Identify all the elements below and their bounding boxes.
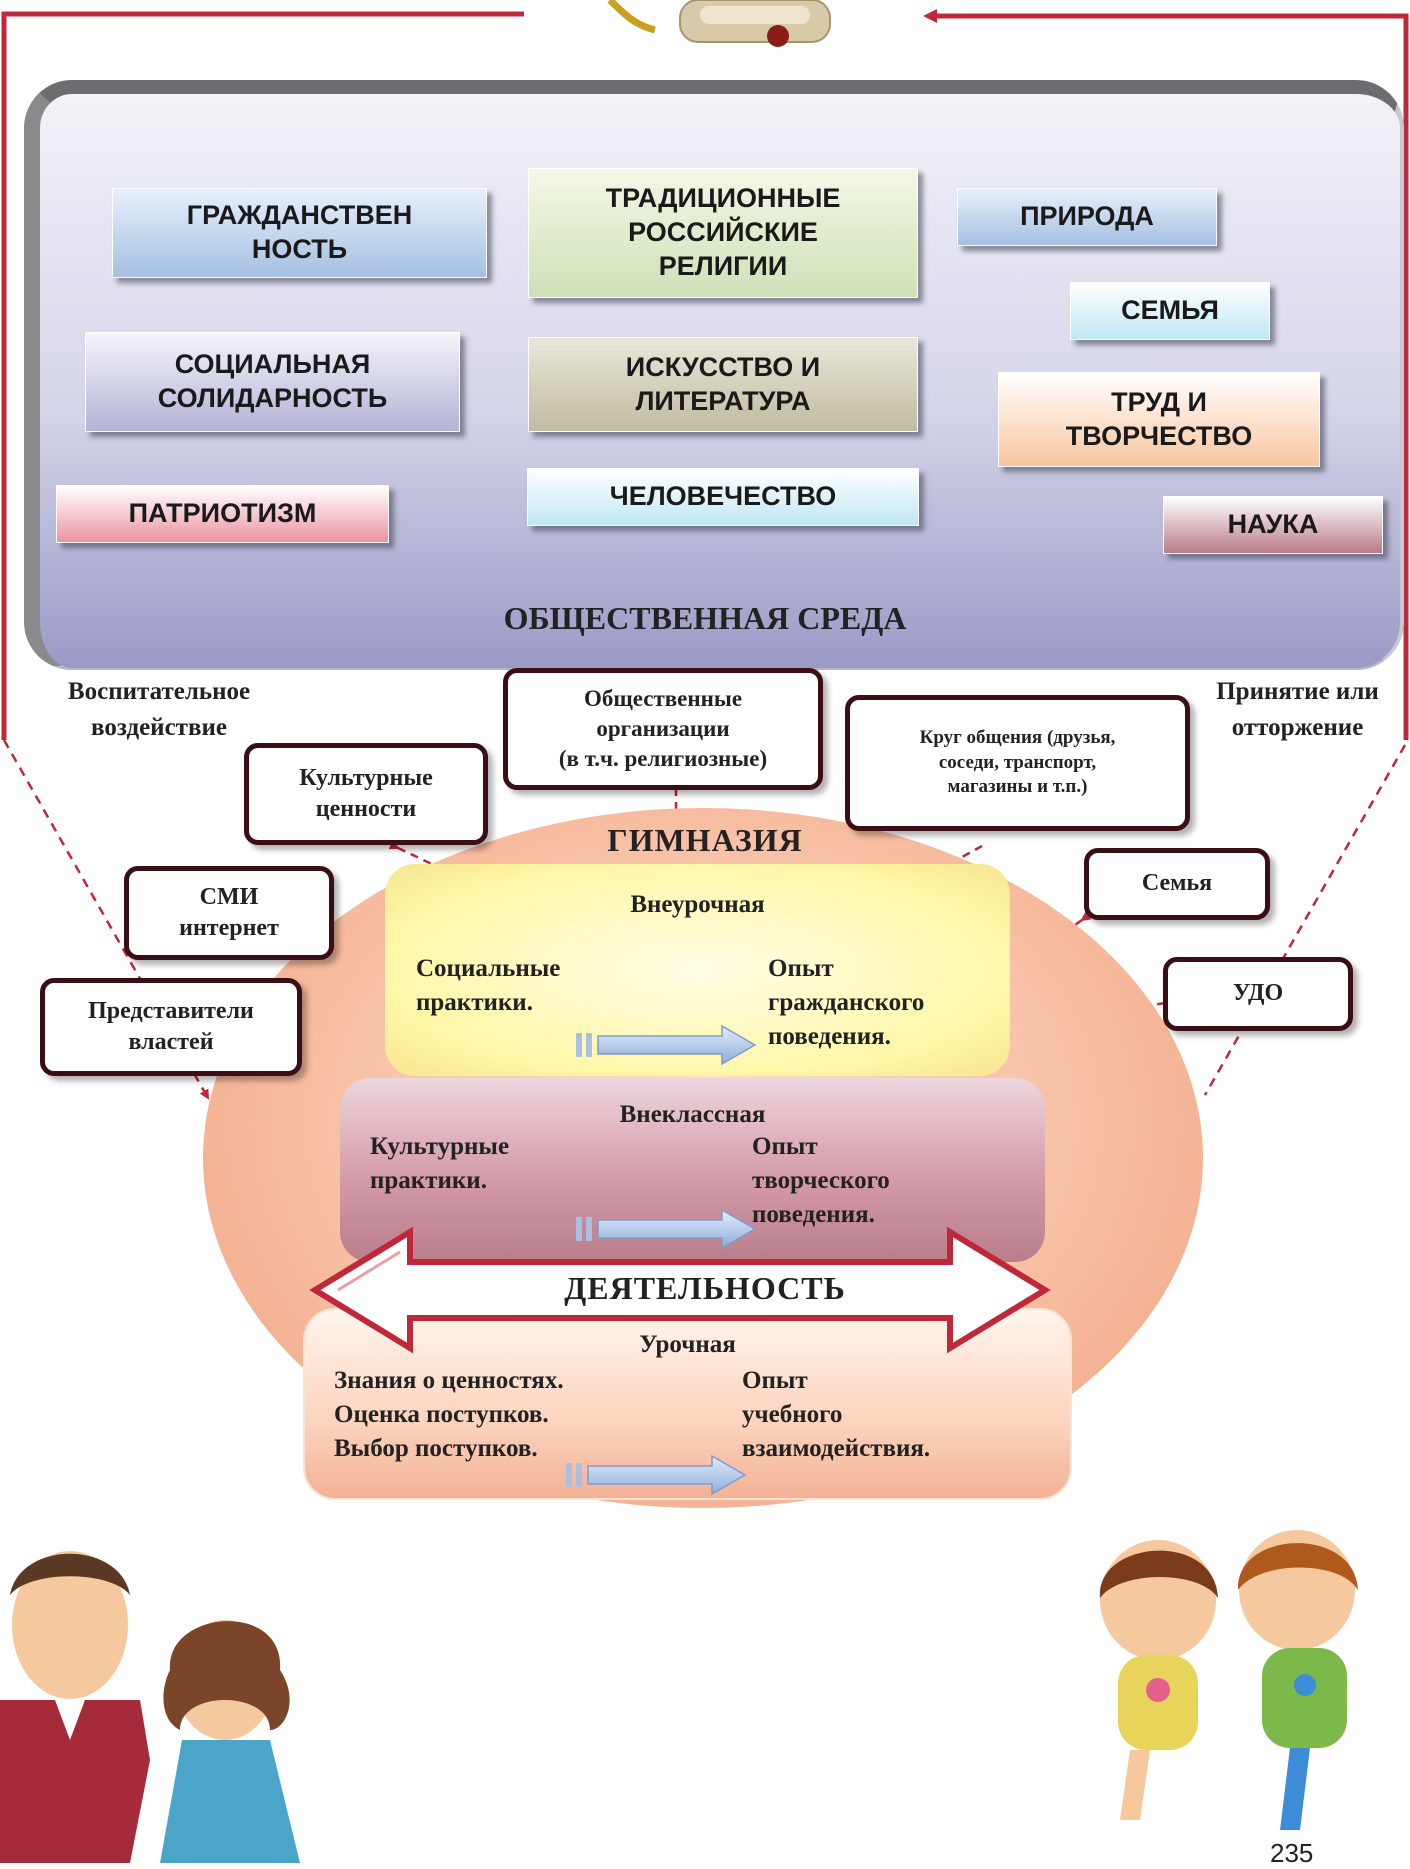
value-art-literature: ИСКУССТВО И ЛИТЕРАТУРА	[528, 337, 918, 432]
frame-right-line	[923, 9, 1409, 740]
value-family: СЕМЬЯ	[1070, 282, 1270, 340]
zone-extracurricular-title: Внеурочная	[630, 891, 765, 918]
value-humanity: ЧЕЛОВЕЧЕСТВО	[527, 468, 919, 526]
children-illustration	[1099, 1530, 1358, 1830]
zone-lesson-practice: Знания о ценностях. Оценка поступков. Вы…	[334, 1367, 564, 1462]
value-nature: ПРИРОДА	[957, 188, 1217, 246]
activity-double-arrow	[309, 1226, 1051, 1354]
factor-public-organizations: Общественные организации (в т.ч. религио…	[503, 668, 823, 790]
zone-extracurricular-practice: Социальные практики.	[416, 955, 561, 1016]
factor-media-internet: СМИ интернет	[124, 866, 334, 960]
diploma-scroll-icon	[607, 0, 831, 47]
acceptance-rejection-label: Принятие или отторжение	[1216, 678, 1379, 742]
zone-extracurricular-experience: Опыт гражданского поведения.	[768, 955, 925, 1050]
gymnasium-title: ГИМНАЗИЯ	[607, 822, 803, 858]
zone-out-of-class-arrow	[576, 1208, 757, 1250]
zone-out-of-class-practice: Культурные практики.	[370, 1133, 510, 1194]
value-labor-creativity: ТРУД И ТВОРЧЕСТВО	[998, 372, 1320, 467]
value-science: НАУКА	[1163, 496, 1383, 554]
zone-lesson-title: Урочная	[639, 1331, 736, 1358]
educational-influence-label: Воспитательное воздействие	[67, 678, 251, 742]
zone-lesson-experience: Опыт учебного взаимодействия.	[742, 1367, 931, 1462]
zone-lesson-arrow	[566, 1454, 747, 1496]
factor-family: Семья	[1084, 848, 1270, 920]
parents-illustration	[0, 1551, 300, 1863]
link-social-circle	[868, 844, 983, 910]
acceptance-flow-right	[1203, 744, 1407, 1096]
zone-out-of-class-experience: Опыт творческого поведения.	[752, 1133, 890, 1228]
page-number: 235	[1270, 1838, 1314, 1868]
factor-cultural-values: Культурные ценности	[244, 743, 488, 845]
activity-label: ДЕЯТЕЛЬНОСТЬ	[564, 1270, 846, 1306]
value-social-solidarity: СОЦИАЛЬНАЯ СОЛИДАРНОСТЬ	[85, 332, 460, 432]
zone-out-of-class-title: Внеклассная	[619, 1101, 766, 1128]
factor-social-circle: Круг общения (друзья, соседи, транспорт,…	[845, 695, 1190, 831]
frame-left-line	[1, 11, 524, 740]
value-traditional-religions: ТРАДИЦИОННЫЕ РОССИЙСКИЕ РЕЛИГИИ	[528, 168, 918, 298]
value-patriotism: ПАТРИОТИЗМ	[56, 485, 389, 543]
value-citizenship: ГРАЖДАНСТВЕН НОСТЬ	[112, 188, 487, 278]
public-environment-title: ОБЩЕСТВЕННАЯ СРЕДА	[503, 600, 907, 636]
factor-authorities: Представители властей	[40, 978, 302, 1076]
zone-extracurricular-arrow	[576, 1024, 757, 1066]
factor-udo: УДО	[1163, 957, 1353, 1031]
